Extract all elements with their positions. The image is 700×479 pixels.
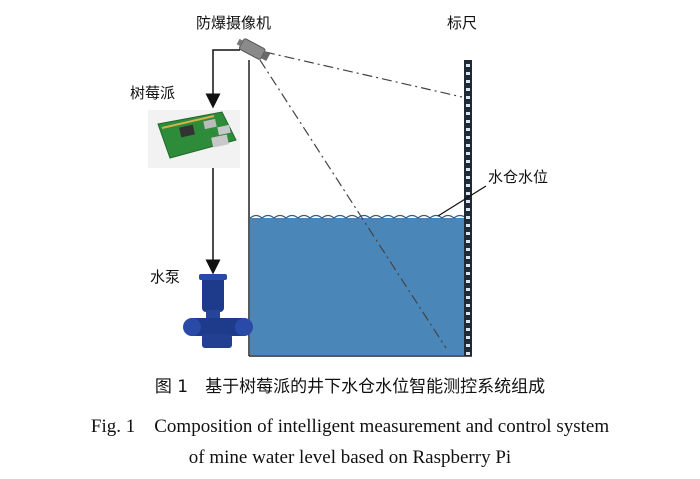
ruler-tick bbox=[466, 352, 470, 355]
ruler-tick bbox=[466, 320, 470, 323]
ruler-tick bbox=[466, 280, 470, 283]
ruler-tick bbox=[466, 88, 470, 91]
water-body bbox=[250, 218, 466, 355]
ruler-label: 标尺 bbox=[447, 14, 477, 32]
ruler-tick bbox=[466, 128, 470, 131]
ruler-tick bbox=[466, 344, 470, 347]
ruler-tick bbox=[466, 152, 470, 155]
ruler-tick bbox=[466, 240, 470, 243]
camera-sightline-lower bbox=[259, 59, 447, 349]
ruler-tick bbox=[466, 80, 470, 83]
ruler-tick bbox=[466, 248, 470, 251]
ruler-tick bbox=[466, 144, 470, 147]
caption-english-line1: Fig. 1 Composition of intelligent measur… bbox=[90, 416, 610, 437]
ruler-tick bbox=[466, 264, 470, 267]
ruler-tick bbox=[466, 160, 470, 163]
ruler-tick bbox=[466, 168, 470, 171]
camera-icon bbox=[236, 38, 271, 62]
ruler-tick bbox=[466, 176, 470, 179]
ruler-tick bbox=[466, 296, 470, 299]
ruler-tick bbox=[466, 192, 470, 195]
ruler-tick bbox=[466, 288, 470, 291]
pump-label: 水泵 bbox=[150, 268, 180, 286]
ruler-tick bbox=[466, 184, 470, 187]
ruler-tick bbox=[466, 224, 470, 227]
water-level-label: 水仓水位 bbox=[488, 168, 548, 186]
ruler-tick bbox=[466, 216, 470, 219]
raspberry-pi-board-icon bbox=[148, 110, 240, 168]
water-level-leader bbox=[437, 185, 487, 217]
camera-label: 防爆摄像机 bbox=[196, 14, 271, 32]
raspberry-pi-label: 树莓派 bbox=[130, 84, 175, 102]
ruler-tick bbox=[466, 272, 470, 275]
ruler-tick bbox=[466, 136, 470, 139]
ruler-tick bbox=[466, 304, 470, 307]
caption-english-line2: of mine water level based on Raspberry P… bbox=[188, 447, 512, 468]
ruler-tick bbox=[466, 112, 470, 115]
ruler-tick bbox=[466, 336, 470, 339]
water-pump-icon bbox=[183, 274, 253, 348]
ruler bbox=[464, 60, 472, 356]
camera-sightline-upper bbox=[264, 51, 463, 98]
ruler-tick bbox=[466, 232, 470, 235]
ruler-tick bbox=[466, 96, 470, 99]
ruler-tick bbox=[466, 328, 470, 331]
ruler-tick bbox=[466, 120, 470, 123]
water-surface bbox=[249, 214, 467, 219]
ruler-tick bbox=[466, 72, 470, 75]
ruler-tick bbox=[466, 312, 470, 315]
ruler-tick bbox=[466, 208, 470, 211]
camera-to-pi-arrow bbox=[205, 49, 240, 109]
caption-chinese: 图 1 基于树莓派的井下水仓水位智能测控系统组成 bbox=[154, 377, 546, 397]
ruler-tick bbox=[466, 64, 470, 67]
ruler-tick bbox=[466, 200, 470, 203]
ruler-tick bbox=[466, 104, 470, 107]
water-tank bbox=[248, 60, 472, 357]
ruler-tick bbox=[466, 256, 470, 259]
